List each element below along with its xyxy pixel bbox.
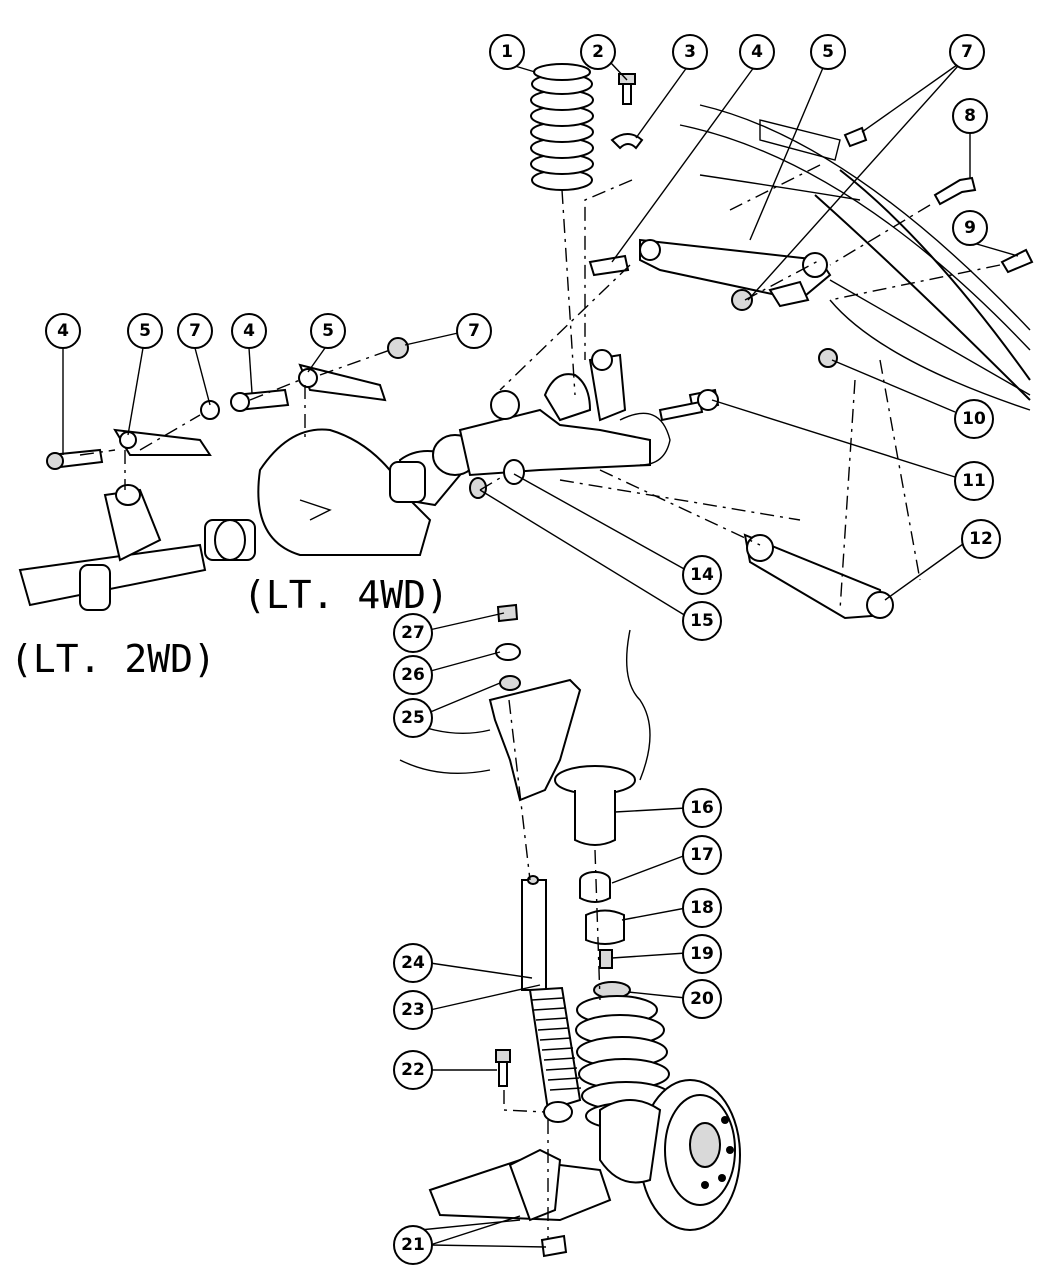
variant-label-4wd: (LT. 4WD) [243,573,449,617]
callout-number: 26 [401,665,425,685]
upper-control-arm [588,126,1034,368]
callout-number: 7 [961,42,973,62]
callout-11: 11 [954,461,994,501]
callout-number: 4 [751,42,763,62]
callout-15: 15 [682,601,722,641]
callout-9: 9 [952,210,988,246]
callout-number: 12 [969,529,993,549]
jounce-bumper [554,765,636,999]
callout-number: 1 [501,42,513,62]
callout-18: 18 [682,888,722,928]
callout-number: 20 [690,989,714,1009]
callout-number: 22 [401,1060,425,1080]
assembly-lines-upper [79,164,1001,611]
callout-number: 7 [468,321,480,341]
callout-25: 25 [393,698,433,738]
callout-8: 8 [952,98,988,134]
callout-number: 24 [401,953,425,973]
callout-20: 20 [682,979,722,1019]
bolt-22-part [495,1049,511,1087]
callout-number: 23 [401,1000,425,1020]
callout-5-left: 5 [127,313,163,349]
callout-26: 26 [393,655,433,695]
callout-number: 5 [322,321,334,341]
callout-7-left: 7 [177,313,213,349]
frame-bracket-lower [399,629,651,802]
callout-17: 17 [682,835,722,875]
callout-number: 25 [401,708,425,728]
hub-rotor [599,1079,741,1231]
clip-3-part [610,133,644,150]
callout-number: 4 [243,321,255,341]
axle-beam-2wd [18,484,207,611]
callout-number: 16 [690,798,714,818]
callout-2: 2 [580,34,616,70]
axle-differential [204,349,671,561]
nut-15-part [469,477,487,499]
callout-number: 27 [401,623,425,643]
callout-5-upper: 5 [810,34,846,70]
callout-number: 21 [401,1235,425,1255]
lower-control-arm [419,1148,612,1258]
callout-24: 24 [393,943,433,983]
callout-23: 23 [393,990,433,1030]
callout-number: 10 [962,409,986,429]
callout-number: 5 [139,321,151,341]
callout-number: 19 [690,944,714,964]
callout-22: 22 [393,1050,433,1090]
callout-4-upper: 4 [739,34,775,70]
shock-absorber [521,875,582,1123]
callout-number: 3 [684,42,696,62]
callout-number: 2 [592,42,604,62]
callout-7-mid: 7 [456,313,492,349]
frame-rail [679,104,1031,411]
coil-spring [530,63,594,191]
callout-5-mid: 5 [310,313,346,349]
callout-14: 14 [682,555,722,595]
callout-number: 8 [964,106,976,126]
callout-3: 3 [672,34,708,70]
callout-10: 10 [954,399,994,439]
callout-16: 16 [682,788,722,828]
callout-number: 4 [57,321,69,341]
mount-hardware-25-27 [495,603,521,691]
callout-4-left: 4 [45,313,81,349]
callout-number: 5 [822,42,834,62]
callout-12: 12 [961,519,1001,559]
callout-number: 18 [690,898,714,918]
callout-number: 17 [690,845,714,865]
callout-1: 1 [489,34,525,70]
callout-21: 21 [393,1225,433,1265]
callout-number: 15 [690,611,714,631]
callout-27: 27 [393,613,433,653]
callout-number: 14 [690,565,714,585]
callout-number: 7 [189,321,201,341]
variant-label-2wd: (LT. 2WD) [10,637,216,681]
washer-14-part [503,459,525,485]
callout-number: 11 [962,471,986,491]
callout-number: 9 [964,218,976,238]
callout-4-mid: 4 [231,313,267,349]
assembly-lines-lower [503,699,601,1238]
callout-7-upper: 7 [949,34,985,70]
bolt-2-part [618,73,636,105]
callout-19: 19 [682,934,722,974]
lower-arm-2wd [46,337,409,470]
